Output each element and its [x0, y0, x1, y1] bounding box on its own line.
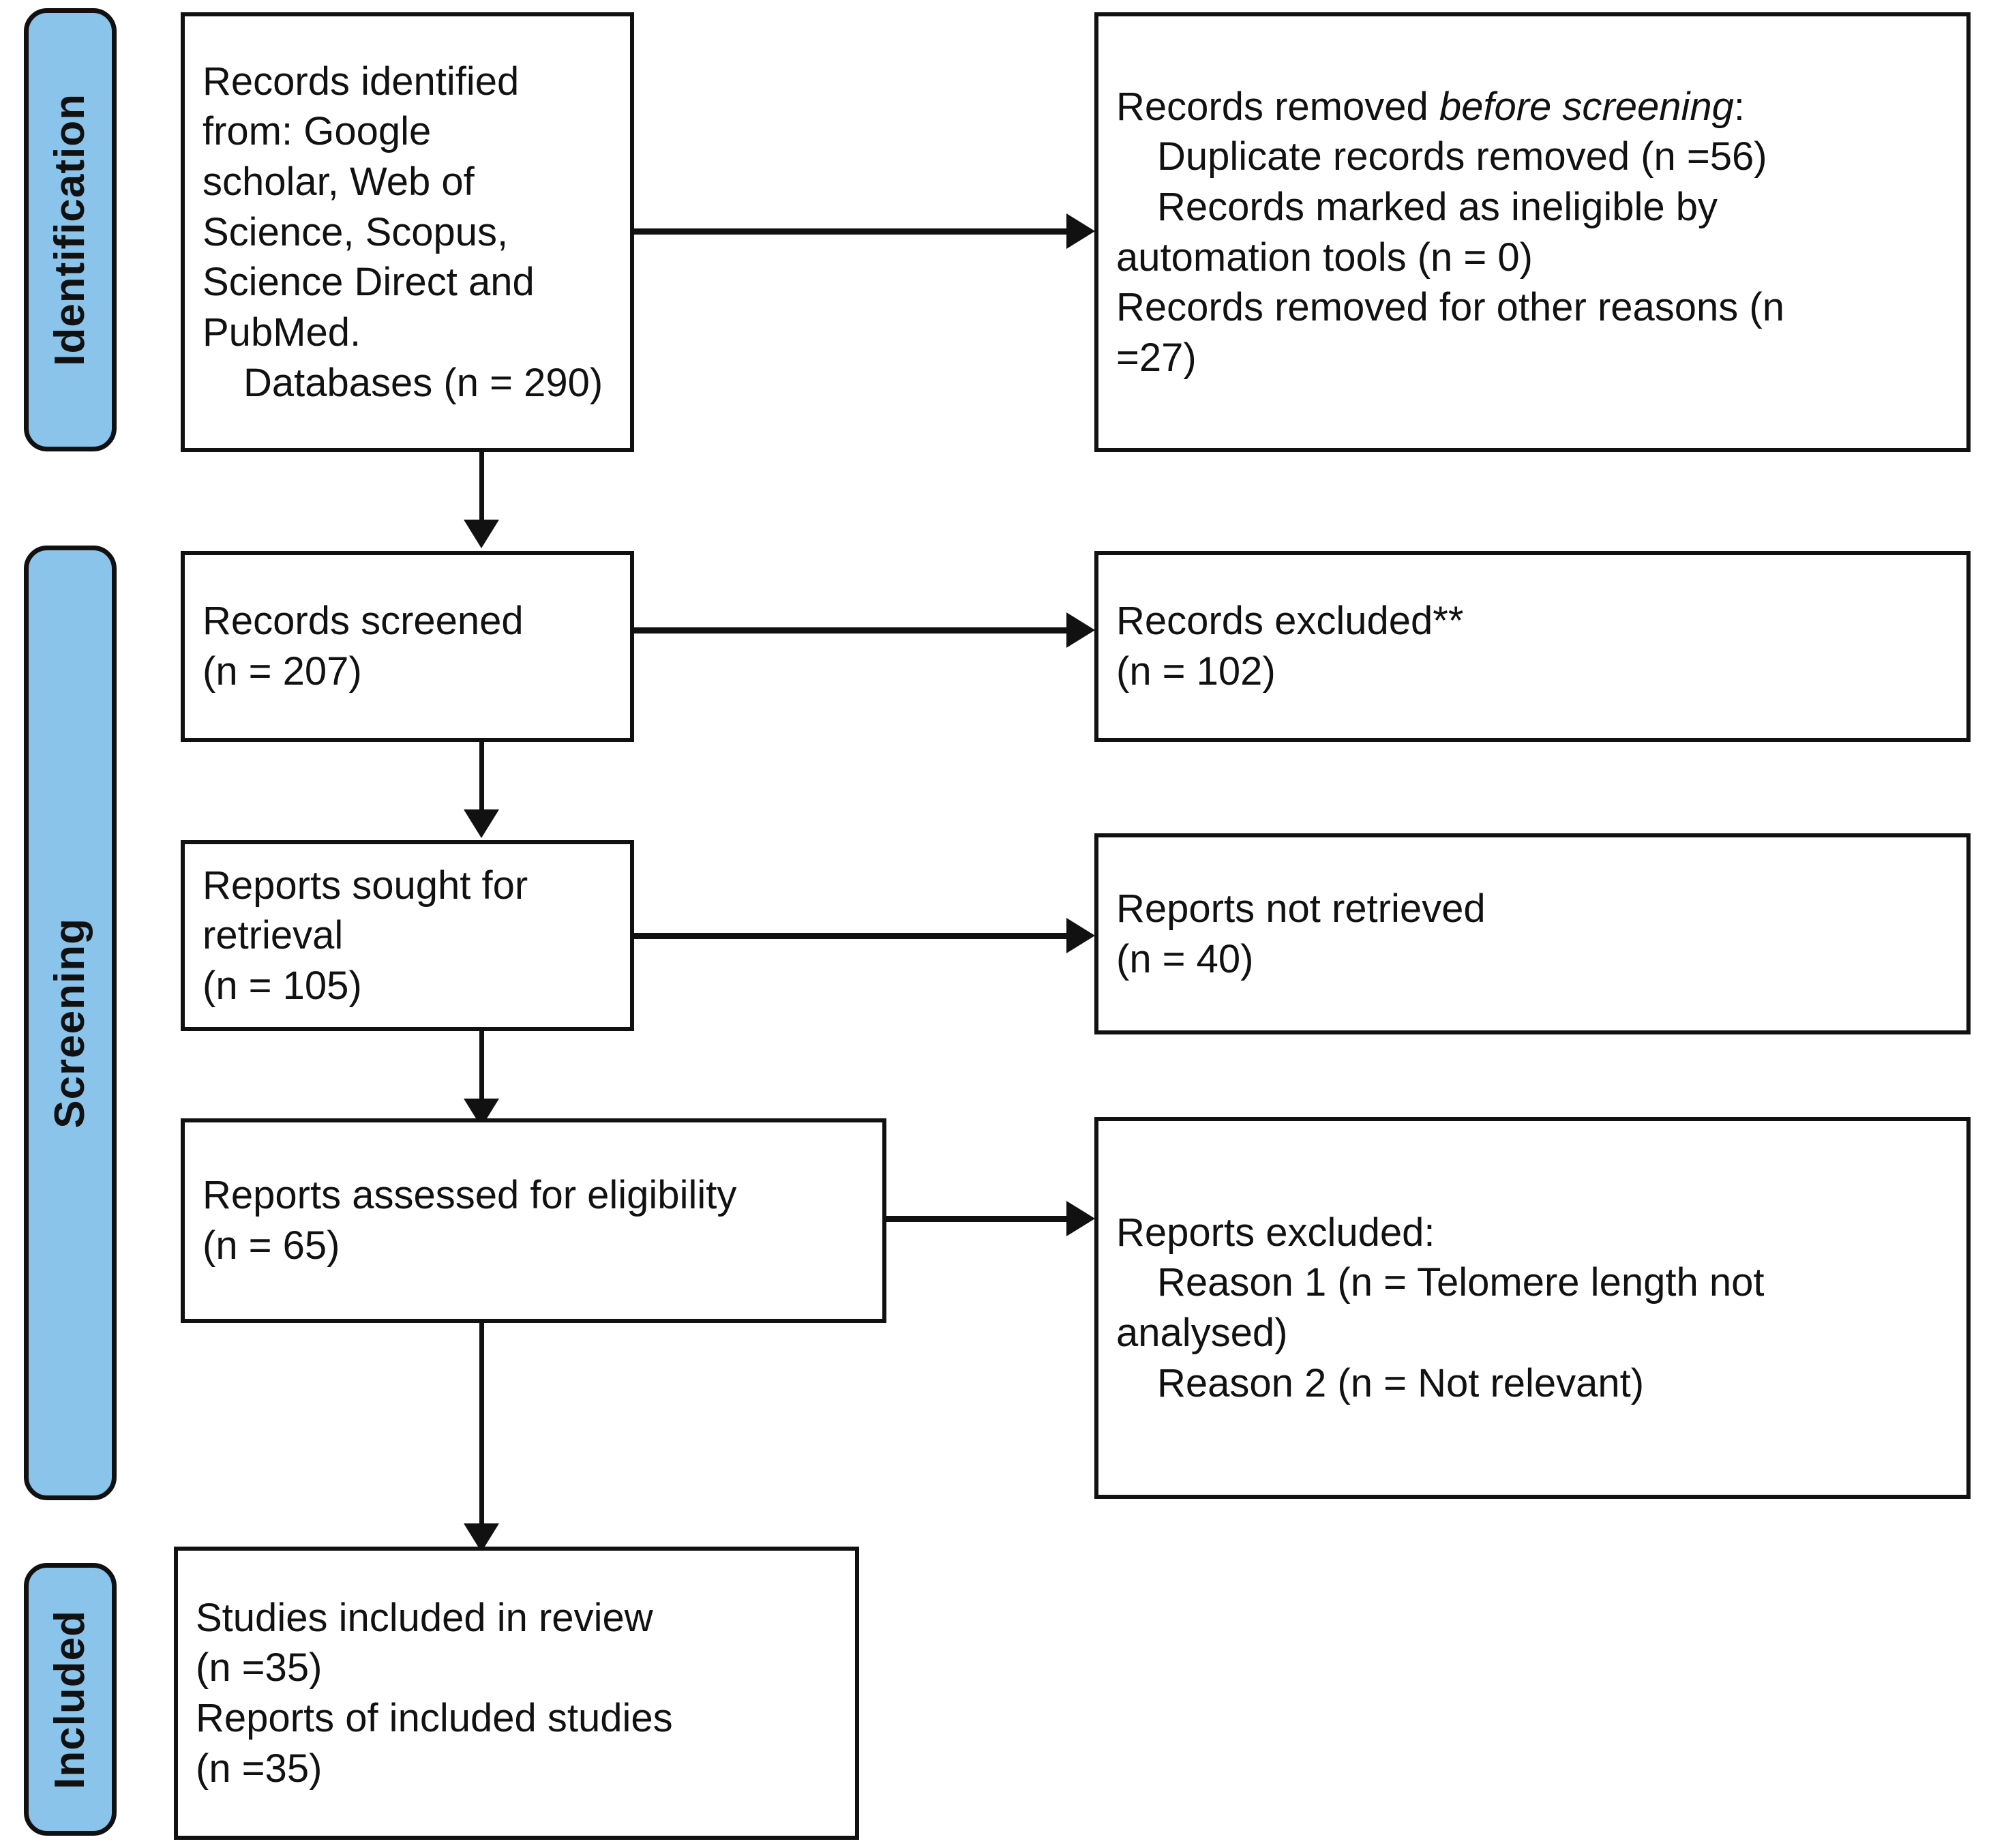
box-records-identified-text: Records identified from: Google scholar,…: [185, 57, 630, 408]
reports-assessed-count: (n = 65): [203, 1223, 340, 1268]
records-removed-item-5: =27): [1116, 335, 1197, 380]
box-records-screened: Records screened (n = 207): [181, 551, 634, 742]
reports-not-retrieved-count: (n = 40): [1116, 936, 1254, 981]
records-identified-line-3: Science Direct and PubMed.: [203, 260, 535, 355]
box-reports-assessed: Reports assessed for eligibility (n = 65…: [181, 1118, 886, 1323]
connector-screened-to-sought: [479, 742, 484, 814]
records-identified-line-1: Records identified from: Google: [203, 59, 520, 154]
box-records-excluded: Records excluded** (n = 102): [1094, 551, 1971, 742]
records-removed-item-2: Records marked as ineligible by: [1157, 184, 1718, 229]
records-screened-count: (n = 207): [203, 649, 362, 694]
records-excluded-label: Records excluded**: [1116, 599, 1464, 644]
stage-bar-screening: Screening: [24, 546, 117, 1500]
reports-excluded-heading: Reports excluded:: [1116, 1210, 1435, 1255]
stage-bar-included: Included: [24, 1563, 117, 1836]
box-reports-not-retrieved-text: Reports not retrieved (n = 40): [1098, 884, 1966, 984]
box-records-excluded-text: Records excluded** (n = 102): [1098, 596, 1966, 696]
box-reports-sought-text: Reports sought for retrieval (n = 105): [185, 861, 630, 1011]
arrowhead-assessed-to-reports-excluded: [1066, 1201, 1095, 1236]
box-reports-sought: Reports sought for retrieval (n = 105): [181, 840, 634, 1031]
stage-bar-identification-label: Identification: [46, 93, 93, 366]
records-removed-item-4: Records removed for other reasons (n: [1116, 285, 1784, 330]
studies-included-label: Studies included in review: [196, 1595, 653, 1640]
records-identified-line-2: scholar, Web of Science, Scopus,: [203, 160, 509, 254]
records-removed-heading-prefix: Records removed: [1116, 84, 1439, 129]
records-excluded-count: (n = 102): [1116, 649, 1276, 694]
box-records-removed-text: Records removed before screening: Duplic…: [1098, 82, 1966, 383]
records-removed-heading-italic: before screening: [1439, 84, 1734, 129]
reports-of-included-count: (n =35): [196, 1746, 323, 1791]
box-records-screened-text: Records screened (n = 207): [185, 596, 630, 696]
connector-assessed-to-included: [479, 1323, 484, 1527]
box-studies-included-text: Studies included in review (n =35) Repor…: [178, 1593, 855, 1794]
reports-sought-count: (n = 105): [203, 963, 362, 1008]
box-reports-excluded: Reports excluded: Reason 1 (n = Telomere…: [1094, 1117, 1971, 1499]
records-removed-heading: Records removed before screening:: [1116, 82, 1949, 132]
studies-included-count: (n =35): [196, 1645, 323, 1690]
connector-assessed-to-reports-excluded: [886, 1216, 1071, 1222]
stage-bar-included-label: Included: [46, 1609, 93, 1789]
connector-identified-to-removed: [634, 228, 1071, 235]
reports-sought-label: Reports sought for retrieval: [203, 863, 528, 958]
reports-excluded-item-3: Reason 2 (n = Not relevant): [1157, 1360, 1645, 1405]
box-studies-included: Studies included in review (n =35) Repor…: [174, 1547, 859, 1840]
box-records-removed-before-screening: Records removed before screening: Duplic…: [1094, 12, 1971, 452]
arrowhead-sought-to-not-retrieved: [1066, 918, 1095, 953]
connector-sought-to-not-retrieved: [634, 933, 1071, 939]
records-removed-heading-suffix: :: [1733, 84, 1746, 129]
box-reports-excluded-text: Reports excluded: Reason 1 (n = Telomere…: [1098, 1208, 1966, 1409]
box-reports-not-retrieved: Reports not retrieved (n = 40): [1094, 833, 1971, 1034]
arrowhead-screened-to-sought: [464, 809, 499, 838]
stage-bar-identification: Identification: [24, 8, 117, 451]
reports-assessed-label: Reports assessed for eligibility: [203, 1173, 737, 1218]
reports-excluded-item-1: Reason 1 (n = Telomere length not: [1157, 1260, 1765, 1305]
connector-identified-to-screened: [479, 452, 484, 524]
arrowhead-screened-to-excluded: [1066, 612, 1095, 648]
box-records-identified: Records identified from: Google scholar,…: [181, 12, 634, 452]
reports-not-retrieved-label: Reports not retrieved: [1116, 886, 1486, 931]
reports-of-included-label: Reports of included studies: [196, 1696, 673, 1740]
arrowhead-identified-to-removed: [1066, 213, 1095, 249]
stage-bar-screening-label: Screening: [46, 917, 93, 1129]
records-removed-item-1: Duplicate records removed (n =56): [1157, 134, 1767, 179]
box-reports-assessed-text: Reports assessed for eligibility (n = 65…: [185, 1170, 882, 1270]
connector-sought-to-assessed: [479, 1031, 484, 1103]
reports-excluded-item-2: analysed): [1116, 1311, 1288, 1355]
records-identified-line-4: Databases (n = 290): [243, 360, 603, 405]
records-removed-item-3: automation tools (n = 0): [1116, 235, 1533, 280]
records-screened-label: Records screened: [203, 599, 524, 644]
connector-screened-to-excluded: [634, 627, 1071, 634]
arrowhead-identified-to-screened: [464, 520, 499, 548]
